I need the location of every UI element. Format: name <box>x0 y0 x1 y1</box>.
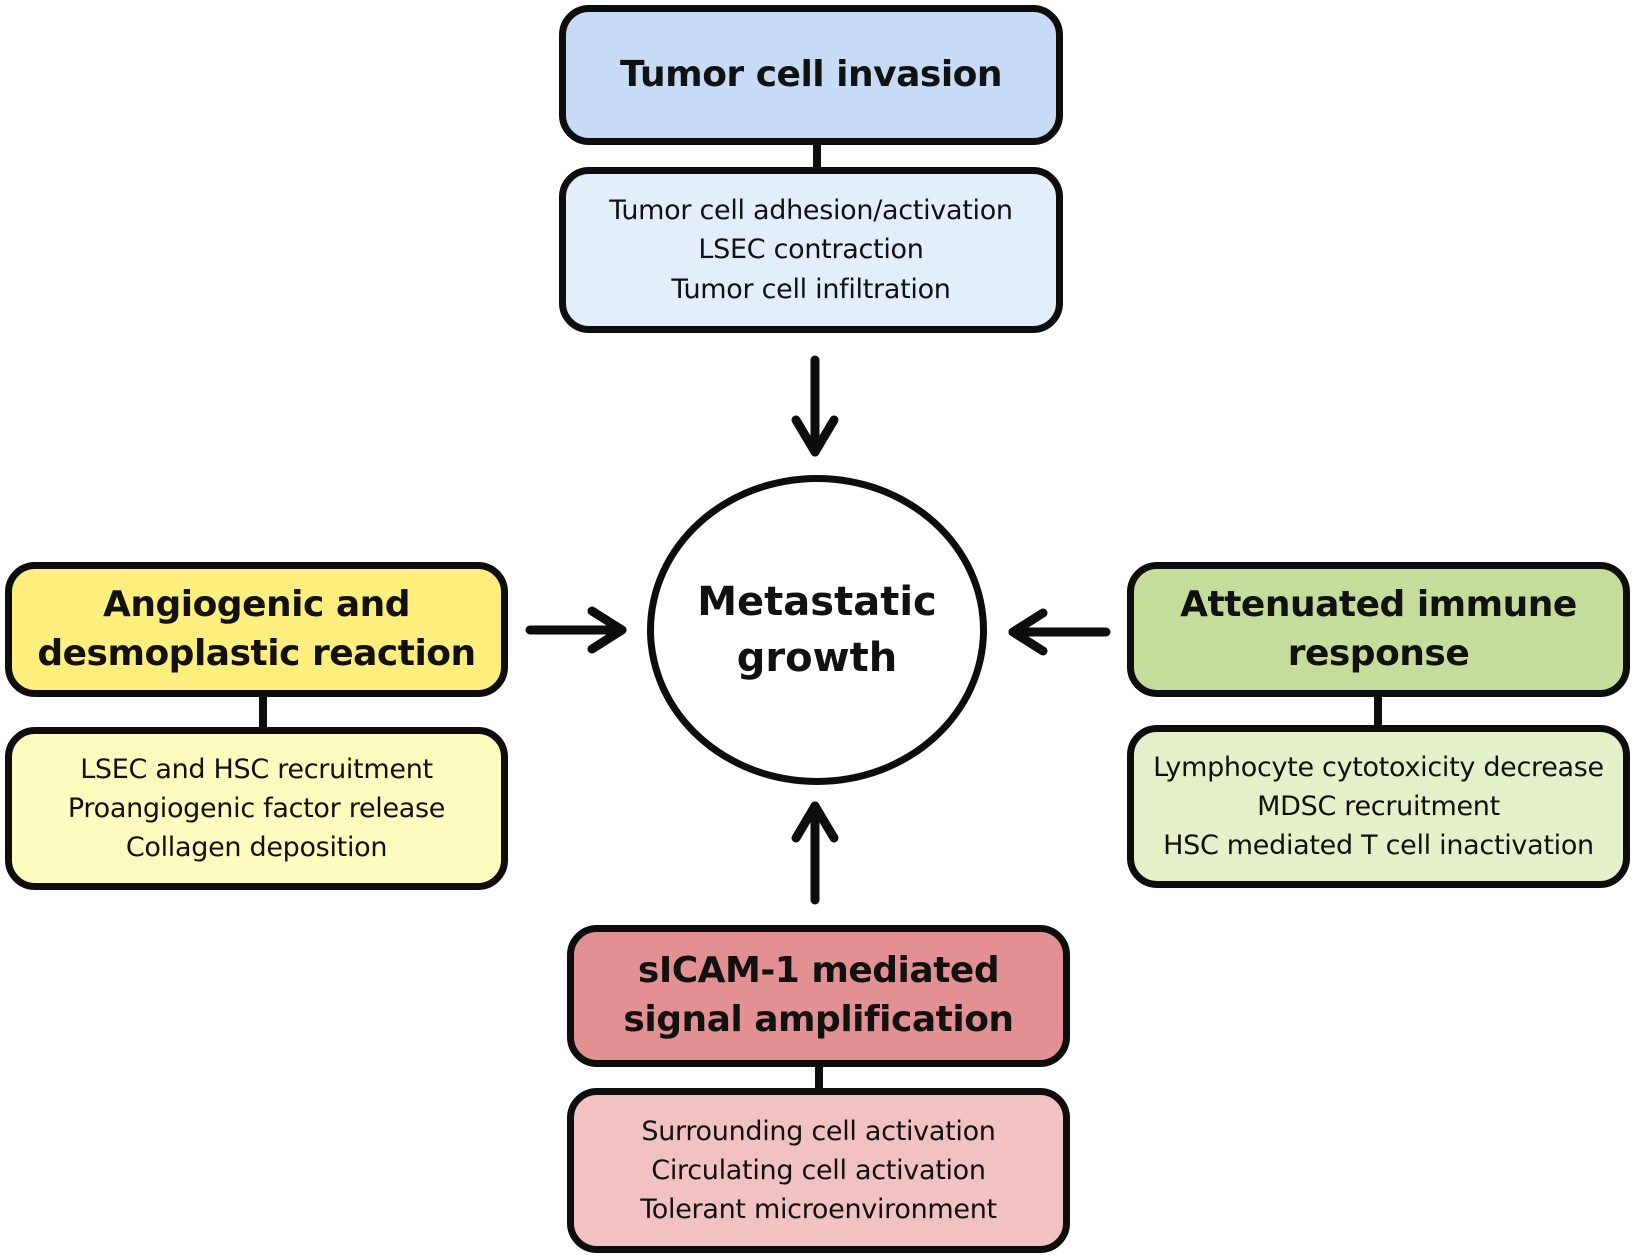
arrow-up-icon <box>791 801 839 905</box>
tumor-cell-invasion-details: Tumor cell adhesion/activation LSEC cont… <box>559 167 1063 333</box>
node-title-line: desmoplastic reaction <box>37 632 476 674</box>
node-title-line: sICAM-1 mediated <box>637 950 1000 992</box>
bottom-connector <box>815 1065 823 1090</box>
detail-item: Proangiogenic factor release <box>67 792 446 824</box>
detail-item: Surrounding cell activation <box>641 1115 996 1147</box>
arrow-down-icon <box>791 355 839 457</box>
left-connector <box>259 695 267 729</box>
sicam1-signal-amplification-details: Surrounding cell activation Circulating … <box>567 1088 1070 1253</box>
detail-item: MDSC recruitment <box>1257 790 1500 822</box>
angiogenic-reaction-details: LSEC and HSC recruitment Proangiogenic f… <box>5 727 508 890</box>
top-connector <box>813 143 821 169</box>
arrow-left-icon <box>1008 608 1111 656</box>
detail-item: Circulating cell activation <box>651 1154 986 1186</box>
sicam1-signal-amplification-header: sICAM-1 mediated signal amplification <box>567 925 1070 1067</box>
detail-item: Tumor cell adhesion/activation <box>609 195 1013 227</box>
detail-item: Collagen deposition <box>125 832 388 864</box>
angiogenic-reaction-header: Angiogenic and desmoplastic reaction <box>5 562 508 697</box>
node-title-line: Attenuated immune <box>1180 583 1577 625</box>
node-title-line: response <box>1287 632 1470 674</box>
detail-item: LSEC and HSC recruitment <box>80 753 433 785</box>
detail-item: Lymphocyte cytotoxicity decrease <box>1153 751 1604 783</box>
center-label-line: growth <box>736 635 898 681</box>
right-connector <box>1374 695 1382 727</box>
attenuated-immune-response-header: Attenuated immune response <box>1127 562 1630 697</box>
node-title-line: Tumor cell invasion <box>619 53 1003 95</box>
arrow-right-icon <box>525 606 627 654</box>
tumor-cell-invasion-header: Tumor cell invasion <box>559 5 1063 145</box>
detail-item: Tumor cell infiltration <box>671 273 951 305</box>
detail-item: Tolerant microenvironment <box>640 1194 997 1226</box>
center-label-line: Metastatic <box>697 579 937 625</box>
detail-item: HSC mediated T cell inactivation <box>1163 830 1594 862</box>
attenuated-immune-response-details: Lymphocyte cytotoxicity decrease MDSC re… <box>1127 725 1630 888</box>
detail-item: LSEC contraction <box>698 234 924 266</box>
metastatic-growth-node: Metastatic growth <box>647 475 987 785</box>
node-title-line: Angiogenic and <box>102 583 411 625</box>
node-title-line: signal amplification <box>623 999 1014 1040</box>
